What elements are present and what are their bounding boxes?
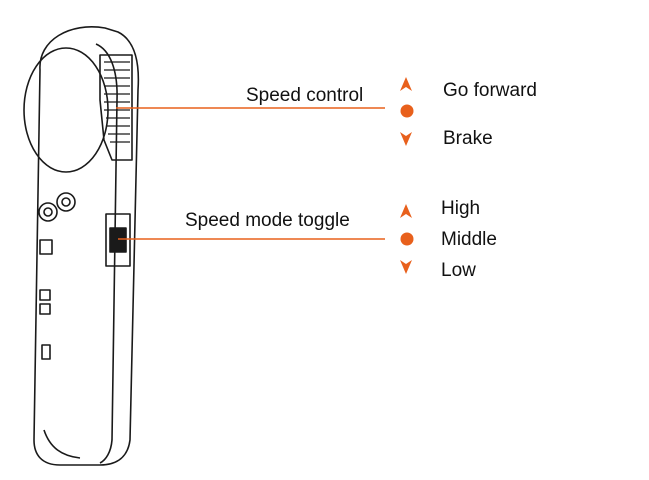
speed-wheel: [99, 54, 133, 161]
speed-mode-switch: [109, 227, 127, 253]
down-arrow-icon: [400, 132, 412, 146]
up-arrow-icon: [400, 204, 412, 218]
remote-bottom-edge: [43, 429, 81, 459]
dot-icon: [400, 232, 414, 246]
front-button-inner: [43, 207, 53, 217]
go-forward-label: Go forward: [443, 80, 537, 101]
speed-wheel-ridges: [104, 61, 130, 143]
speed-control-label: Speed control: [246, 85, 364, 106]
remote-side-edge: [95, 43, 118, 464]
speed-mode-slot: [105, 213, 131, 267]
remote-body: [33, 26, 140, 466]
indicator-3: [39, 303, 51, 315]
dot-icon: [400, 104, 414, 118]
low-label: Low: [441, 260, 476, 281]
high-label: High: [441, 198, 481, 219]
brake-label: Brake: [443, 128, 493, 149]
side-button: [56, 192, 76, 212]
front-button: [38, 202, 58, 222]
side-button-inner: [61, 197, 71, 207]
speed-mode-toggle-label: Speed mode toggle: [185, 210, 350, 231]
indicator-4: [41, 344, 51, 360]
indicator-2: [39, 289, 51, 301]
down-arrow-icon: [400, 260, 412, 274]
indicator-1: [39, 239, 53, 255]
middle-label: Middle: [441, 229, 497, 250]
up-arrow-icon: [400, 77, 412, 91]
